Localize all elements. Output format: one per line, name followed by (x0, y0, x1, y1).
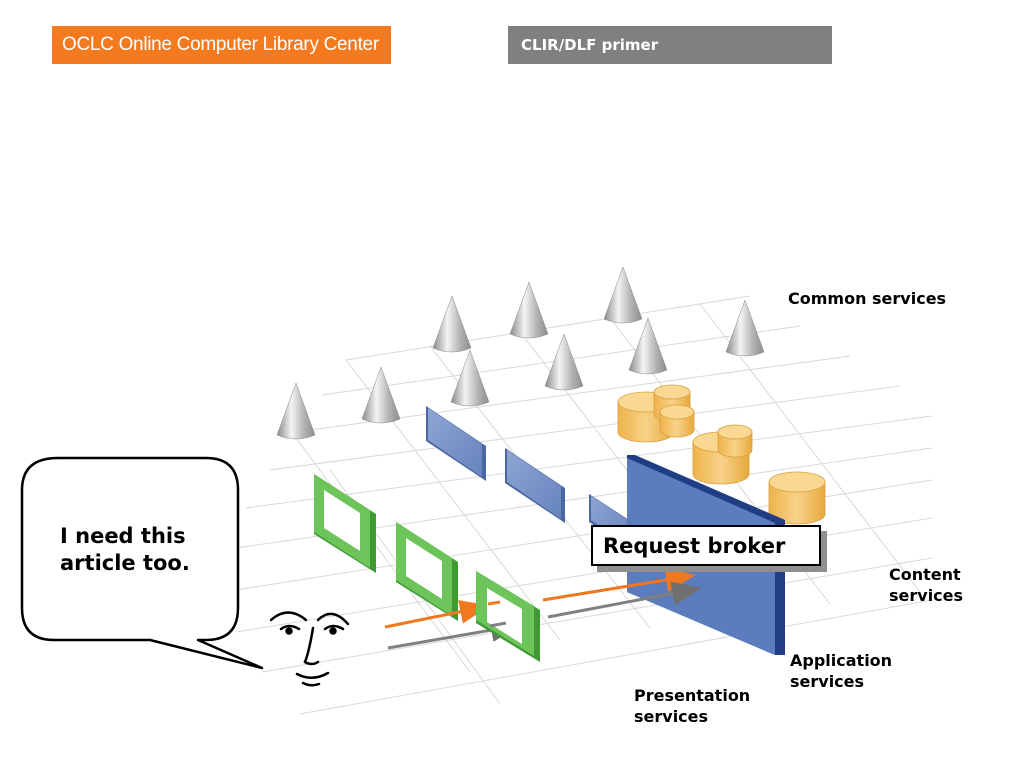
cylinder-icon (717, 424, 753, 458)
speech-bubble-text: I need this article too. (60, 523, 230, 577)
cylinder-icon (768, 471, 826, 525)
speech-line-1: I need this (60, 524, 186, 548)
cone-icon (725, 299, 765, 357)
cone-icon (628, 317, 668, 375)
speech-line-2: article too. (60, 551, 190, 575)
application-services-line-2: services (790, 672, 865, 691)
cylinder-icon (659, 404, 695, 438)
presentation-services-line-2: services (634, 707, 709, 726)
common-services-label: Common services (788, 288, 946, 309)
request-broker-text: Request broker (603, 533, 786, 558)
speech-bubble-shape (20, 456, 264, 670)
content-services-line-1: Content (889, 565, 961, 584)
primer-banner: CLIR/DLF primer (508, 26, 832, 64)
oclc-banner: OCLC Online Computer Library Center (52, 26, 391, 64)
presentation-services-line-1: Presentation (634, 686, 751, 705)
oclc-banner-label: OCLC Online Computer Library Center (62, 34, 379, 55)
content-services-label: Content services (889, 564, 963, 606)
panel-icon (505, 448, 565, 523)
common-services-text: Common services (788, 289, 947, 308)
panel-icon (426, 406, 486, 481)
cone-icon (544, 333, 584, 391)
cone-icon (603, 266, 643, 324)
frame-icon (314, 474, 376, 573)
frame-icon (396, 522, 458, 621)
primer-banner-label: CLIR/DLF primer (521, 36, 659, 54)
content-services-line-2: services (889, 586, 964, 605)
application-services-label: Application services (790, 650, 892, 692)
face-icon (269, 611, 350, 687)
request-broker-label: Request broker (591, 525, 821, 566)
presentation-services-label: Presentation services (634, 685, 750, 727)
frame-icons (314, 474, 458, 621)
cone-icons (276, 266, 765, 440)
cone-icon (450, 349, 490, 407)
cone-icon (432, 295, 472, 353)
cone-icon (509, 281, 549, 339)
cone-icon (361, 366, 401, 424)
cone-icon (276, 382, 316, 440)
frame-icon (476, 571, 540, 662)
application-services-line-1: Application (790, 651, 893, 670)
